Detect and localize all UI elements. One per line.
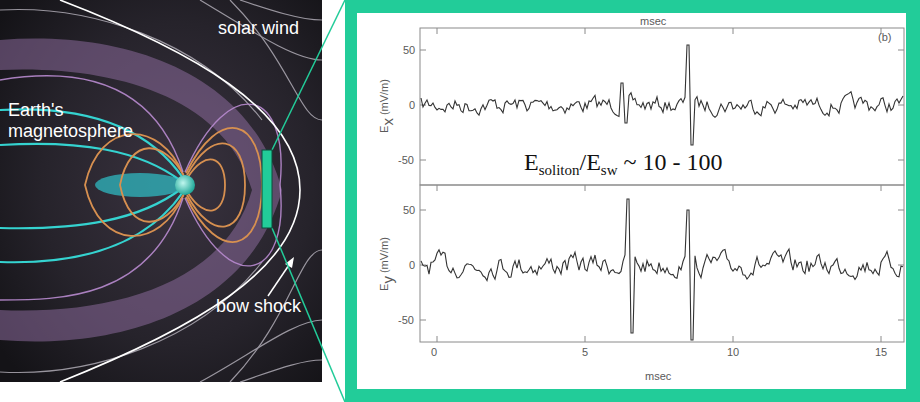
axis-label: Ey (mV/m) [378, 237, 394, 291]
ratio-annotation-part: ~ 10 - 100 [624, 149, 723, 175]
region-label: solar wind [218, 18, 299, 39]
solar-wind-lines [0, 0, 322, 382]
plot-frame [420, 28, 904, 342]
tick-label: 0 [409, 259, 415, 271]
panel-ground [357, 13, 906, 389]
tick-label: 50 [403, 44, 415, 56]
region-label: bow shock [216, 296, 301, 317]
tick-label: 50 [403, 204, 415, 216]
tick-label: -50 [398, 154, 414, 166]
region-label: Earth's magnetosphere [8, 100, 138, 142]
ratio-annotation-part: E [524, 149, 539, 175]
axis-label-part: (mV/m) [378, 237, 390, 273]
field-trace [421, 45, 903, 340]
field-trace [421, 45, 903, 145]
ratio-annotation-part: soliton [539, 162, 580, 178]
plasma-sheet [95, 173, 185, 197]
space-background [0, 0, 322, 382]
axis-label-part: x [379, 118, 396, 126]
panel-letter: (b) [878, 31, 891, 43]
tick-label: 0 [409, 99, 415, 111]
dayside-field-lines [85, 128, 262, 242]
axis-label: Ex (mV/m) [378, 79, 394, 133]
tick-label: 10 [727, 346, 739, 358]
sample-region [262, 150, 272, 228]
bow-shock-line [60, 0, 300, 382]
tick-label: -50 [398, 314, 414, 326]
axis-title: msec [645, 370, 671, 382]
earth [175, 175, 195, 195]
axis-label-part: E [378, 126, 390, 133]
zoom-panel [345, 0, 920, 402]
ratio-annotation-part: /E [580, 149, 601, 175]
field-trace [421, 199, 903, 340]
tick-label: 0 [431, 346, 437, 358]
axis-ticks [420, 28, 904, 342]
outer-field-lines [0, 76, 281, 300]
ratio-annotation: Esoliton/Esw ~ 10 - 100 [520, 148, 727, 184]
axis-label-part: (mV/m) [378, 79, 390, 115]
tick-label: 15 [875, 346, 887, 358]
tick-label: 5 [582, 346, 588, 358]
ratio-annotation-part: sw [601, 162, 618, 178]
axis-label-part: E [378, 284, 390, 291]
axis-label-part: y [379, 276, 396, 284]
axis-title: msec [640, 15, 666, 27]
pointer-line [268, 262, 291, 296]
